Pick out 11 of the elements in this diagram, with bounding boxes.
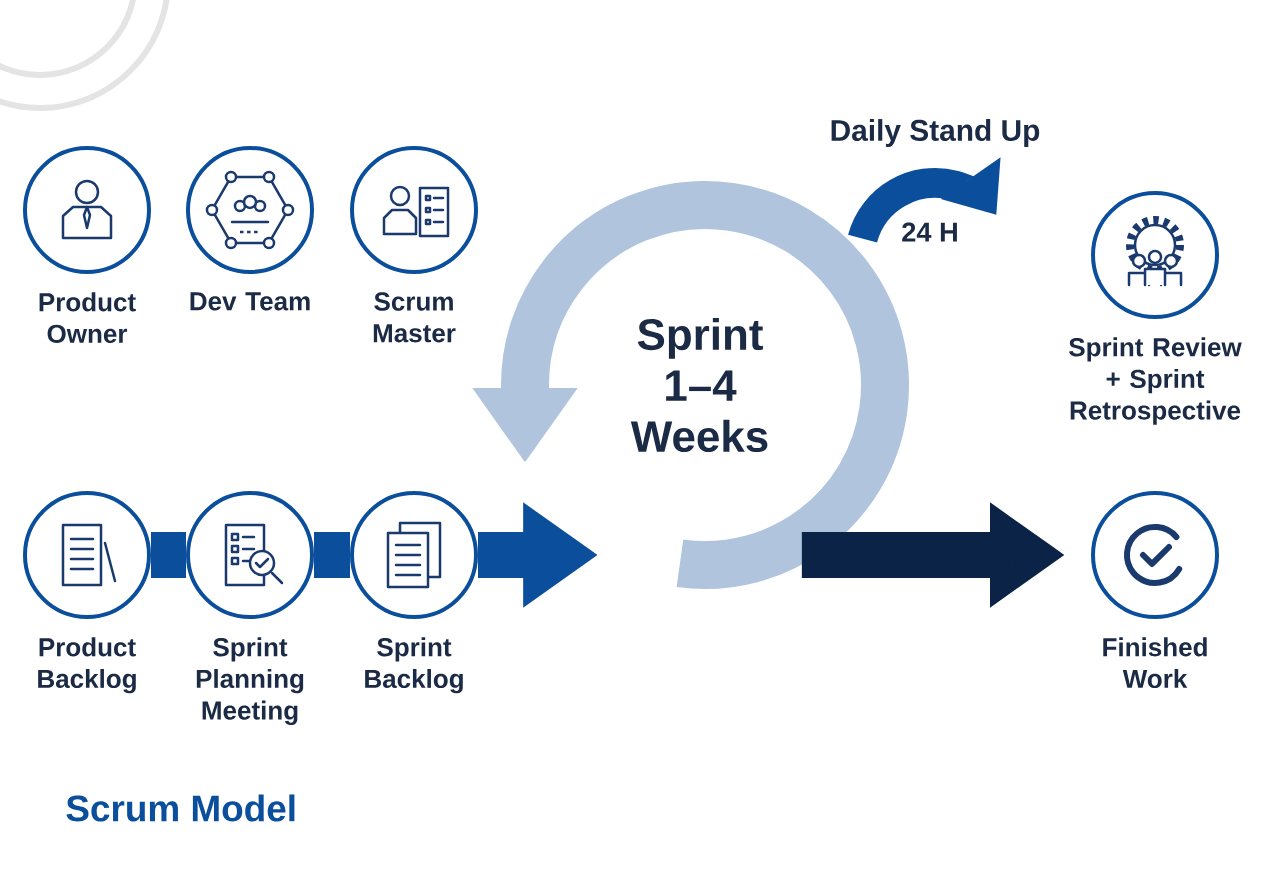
node-label: Dev Team	[190, 292, 310, 311]
title: Scrum Model	[66, 794, 295, 822]
node-label: Sprint Review + Sprint Retrospective	[1069, 337, 1242, 425]
node-label: Sprint Planning Meeting	[196, 637, 304, 725]
annotation-text: Daily Stand Up	[831, 119, 1040, 147]
node-label: Finished Work	[1103, 637, 1207, 689]
node-label: Product Backlog	[38, 637, 136, 694]
sprint-label: Sprint 1–4 Weeks	[630, 317, 768, 453]
node-label: Sprint Backlog	[365, 637, 463, 694]
node-label: Product Owner	[39, 292, 136, 344]
node-label: Scrum Master	[373, 292, 456, 343]
